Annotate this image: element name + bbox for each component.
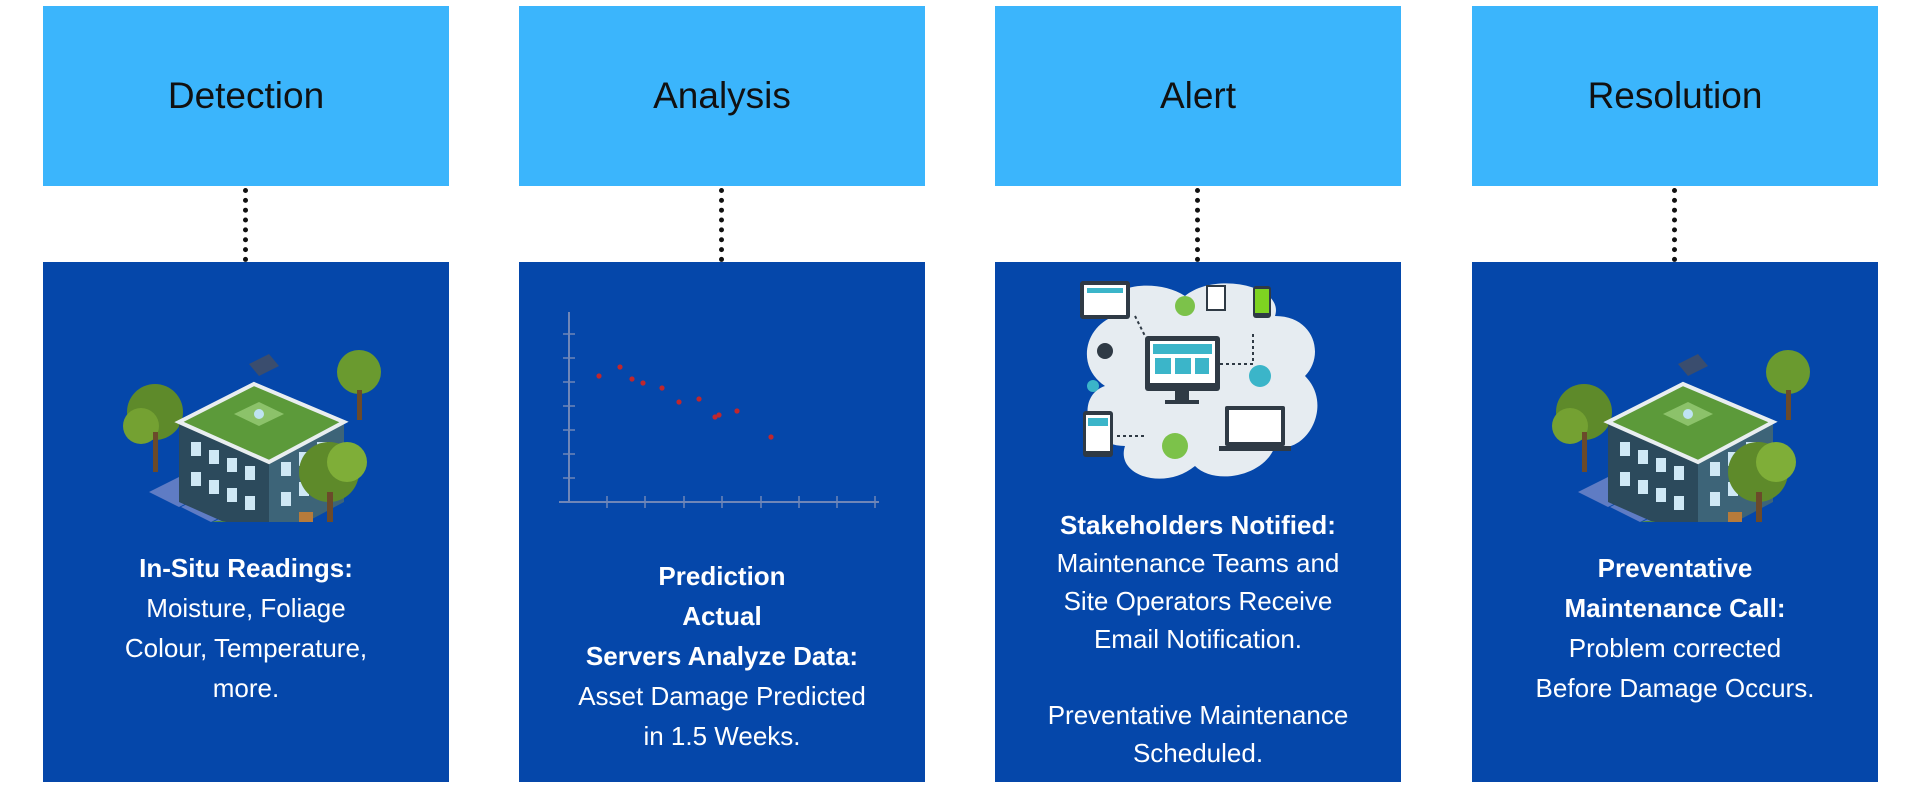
alert-extra-1: Preventative Maintenance [1047,700,1349,730]
analysis-panel: Prediction Actual Servers Analyze Data: … [519,262,925,782]
resolution-connector [1672,188,1677,262]
resolution-bold-1: Preventative [1597,553,1753,583]
alert-line-3: Email Notification. [1093,624,1303,654]
alert-bold-1: Stakeholders Notified: [1060,510,1336,540]
green-roof-building-icon [43,262,449,522]
detection-bold-1: In-Situ Readings: [139,553,353,583]
resolution-text: Preventative Maintenance Call: Problem c… [1482,548,1868,708]
alert-text: Stakeholders Notified: Maintenance Teams… [1005,506,1391,772]
green-roof-building-icon [1472,262,1878,522]
detection-line-3: more. [212,673,280,703]
column-resolution: Resolution [1472,0,1878,792]
detection-line-1: Moisture, Foliage [146,593,346,623]
alert-header: Alert [995,6,1401,186]
resolution-bold-2: Maintenance Call: [1564,593,1786,623]
analysis-bold-1: Prediction [658,561,786,591]
alert-connector [1195,188,1200,262]
analysis-bold-2: Actual [682,601,762,631]
resolution-line-1: Problem corrected [1568,633,1782,663]
analysis-connector [719,188,724,262]
analysis-header: Analysis [519,6,925,186]
connected-devices-icon [995,262,1401,522]
column-analysis: Analysis [519,0,925,792]
resolution-panel: Preventative Maintenance Call: Problem c… [1472,262,1878,782]
alert-line-2: Site Operators Receive [1063,586,1333,616]
resolution-line-2: Before Damage Occurs. [1535,673,1815,703]
alert-panel: Stakeholders Notified: Maintenance Teams… [995,262,1401,782]
detection-header: Detection [43,6,449,186]
analysis-text: Prediction Actual Servers Analyze Data: … [529,556,915,756]
alert-line-1: Maintenance Teams and [1056,548,1340,578]
alert-extra-2: Scheduled. [1132,738,1264,768]
column-detection: Detection [43,0,449,792]
column-alert: Alert [995,0,1401,792]
analysis-line-1: Asset Damage Predicted [578,681,866,711]
detection-connector [243,188,248,262]
analysis-bold-3: Servers Analyze Data: [585,641,859,671]
resolution-header: Resolution [1472,6,1878,186]
detection-text: In-Situ Readings: Moisture, Foliage Colo… [53,548,439,708]
detection-panel: In-Situ Readings: Moisture, Foliage Colo… [43,262,449,782]
scatter-plot-icon [519,262,925,522]
analysis-line-2: in 1.5 Weeks. [643,721,801,751]
detection-line-2: Colour, Temperature, [124,633,368,663]
alert-spacer [1005,658,1391,696]
